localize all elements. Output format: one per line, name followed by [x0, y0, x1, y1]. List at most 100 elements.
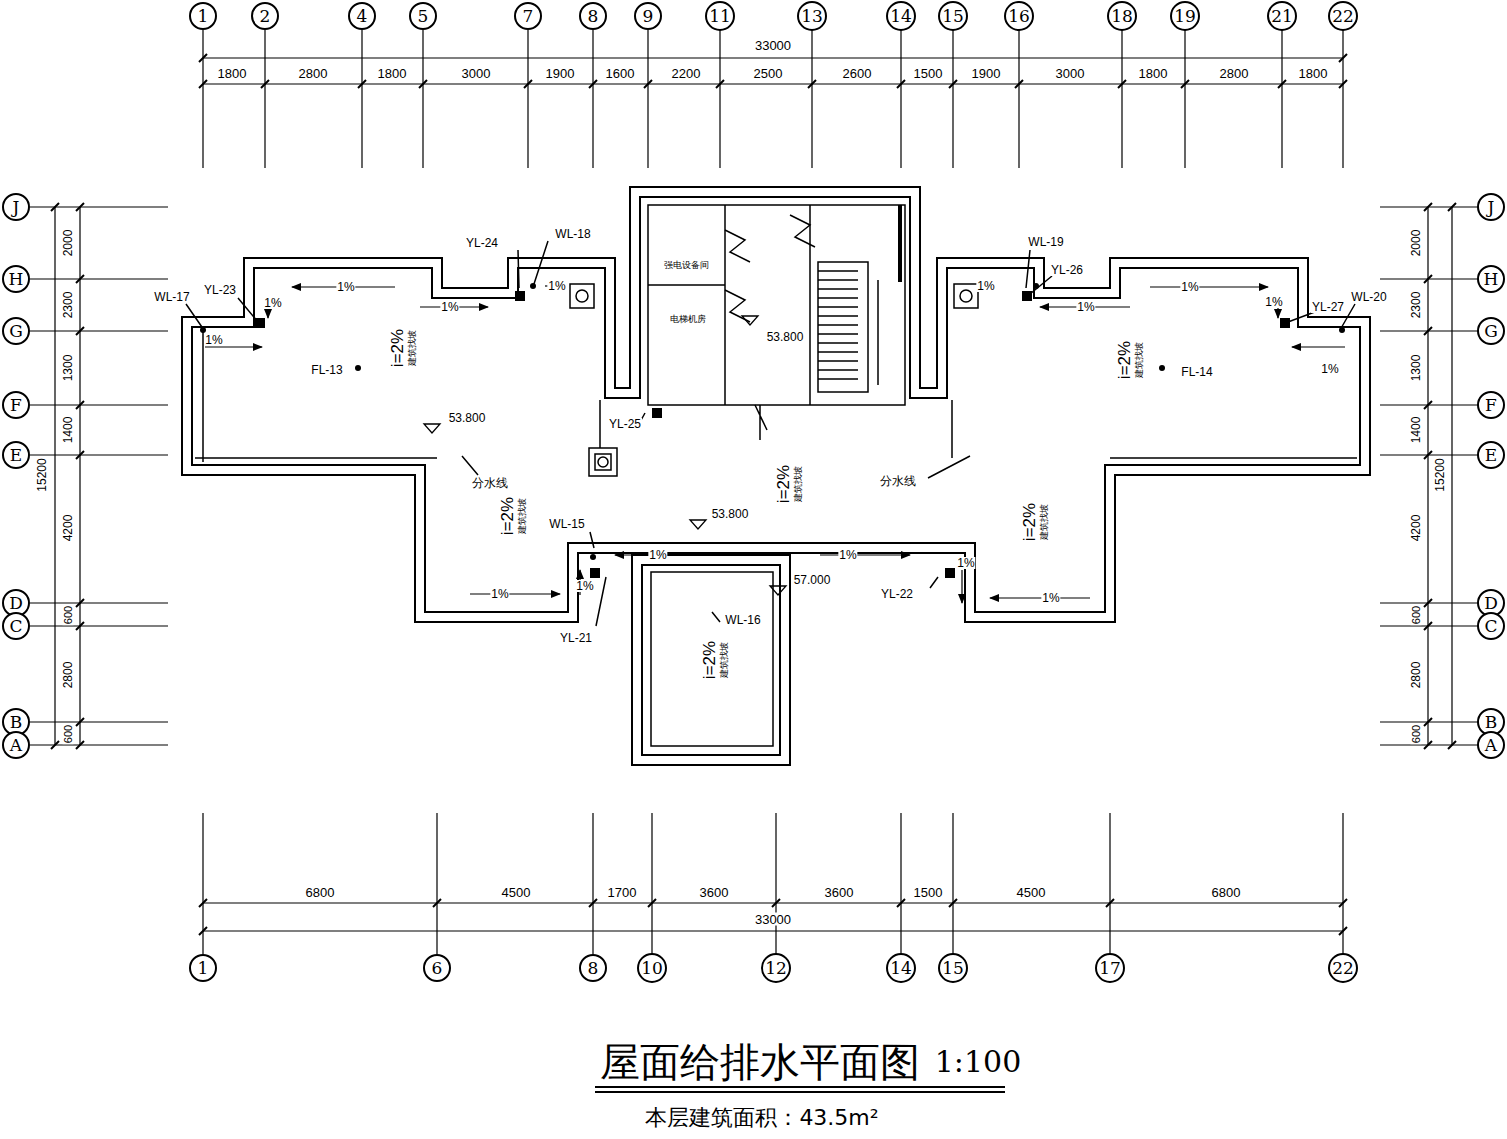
plan-annotation: 1600 [605, 67, 636, 80]
grid-axis-bubble: A [1477, 731, 1505, 759]
plan-annotation: 1:100 [934, 1047, 1022, 1077]
grid-axis-label: 21 [1271, 8, 1293, 25]
plan-annotation: 1400 [62, 416, 74, 445]
grid-axis-bubble: F [2, 391, 30, 419]
grid-axis-bubble: 22 [1328, 1, 1358, 31]
grid-axis-label: 22 [1332, 8, 1354, 25]
plan-annotation: WL-17 [153, 291, 190, 303]
grid-axis-bubble: 1 [189, 954, 217, 982]
plan-annotation: 1400 [1410, 416, 1422, 445]
plan-annotation: 3000 [1055, 67, 1086, 80]
plan-annotation: 1800 [217, 67, 248, 80]
plan-annotation: i=2% [499, 496, 516, 536]
plan-annotation: 2800 [1219, 67, 1250, 80]
plan-annotation: i=2% [775, 464, 792, 504]
grid-axis-bubble: 1 [189, 2, 217, 30]
grid-axis-label: F [10, 397, 22, 414]
grid-axis-bubble: 14 [886, 953, 916, 983]
plan-annotation: 1900 [971, 67, 1002, 80]
plan-annotation: 分水线 [471, 477, 509, 489]
grid-axis-bubble: A [2, 731, 30, 759]
grid-axis-label: H [1484, 271, 1499, 288]
plan-annotation: 1% [1264, 296, 1283, 308]
plan-annotation: 15200 [1434, 457, 1446, 492]
plan-annotation: 6800 [1211, 886, 1242, 899]
grid-axis-bubble: F [1477, 391, 1505, 419]
grid-axis-bubble: 14 [886, 1, 916, 31]
plan-annotation: 2000 [62, 229, 74, 258]
plan-annotation: 53.800 [448, 412, 487, 424]
grid-axis-label: 8 [588, 960, 599, 977]
grid-axis-bubble: 10 [637, 953, 667, 983]
grid-axis-bubble: G [1477, 317, 1505, 345]
plan-annotation: 3600 [699, 886, 730, 899]
grid-axis-label: C [9, 618, 22, 635]
grid-axis-bubble: 9 [634, 2, 662, 30]
plan-annotation: YL-24 [465, 237, 499, 249]
grid-axis-label: B [10, 714, 23, 731]
plan-annotation: 1900 [545, 67, 576, 80]
grid-axis-label: E [10, 447, 22, 464]
plan-annotation: 2800 [1410, 661, 1422, 690]
plan-annotation: 2800 [62, 661, 74, 690]
plan-annotation: 1800 [377, 67, 408, 80]
grid-axis-bubble: 15 [938, 1, 968, 31]
plan-annotation: YL-22 [880, 588, 914, 600]
grid-axis-label: A [10, 737, 22, 754]
plan-annotation: 建筑找坡 [518, 497, 527, 535]
grid-axis-bubble: 7 [514, 2, 542, 30]
plan-annotation: 1% [575, 580, 594, 592]
grid-axis-label: J [13, 199, 20, 216]
plan-annotation: 1800 [1138, 67, 1169, 80]
plan-annotation: 分水线 [879, 475, 917, 487]
grid-axis-bubble: J [1477, 193, 1505, 221]
plan-annotation: i=2% [1116, 340, 1133, 380]
plan-annotation: 1% [1076, 301, 1095, 313]
grid-axis-bubble: 18 [1107, 1, 1137, 31]
plan-annotation: WL-16 [724, 614, 761, 626]
plan-annotation: 15200 [36, 457, 48, 492]
plan-annotation: FL-13 [310, 364, 343, 376]
grid-axis-bubble: 22 [1328, 953, 1358, 983]
plan-annotation: YL-25 [608, 418, 642, 430]
grid-axis-label: 14 [890, 8, 912, 25]
plan-annotation: 1700 [607, 886, 638, 899]
drawing-title: 屋面给排水平面图 [600, 1042, 920, 1082]
plan-annotation: 1% [976, 280, 995, 292]
grid-axis-label: 11 [709, 8, 731, 25]
grid-axis-bubble: C [2, 612, 30, 640]
plan-annotation: i=2% [389, 328, 406, 368]
plan-annotation: 建筑找坡 [1135, 341, 1144, 379]
grid-axis-bubble: 19 [1170, 1, 1200, 31]
grid-axis-label: J [1488, 199, 1495, 216]
grid-axis-bubble: 2 [251, 2, 279, 30]
grid-axis-bubble: 13 [797, 1, 827, 31]
grid-axis-label: D [1484, 595, 1498, 612]
plan-annotation: 2200 [671, 67, 702, 80]
grid-axis-label: 5 [418, 8, 429, 25]
area-note: 本层建筑面积：43.5m² [645, 1107, 878, 1129]
plan-annotation: YL-21 [559, 632, 593, 644]
grid-axis-bubble: C [1477, 612, 1505, 640]
grid-axis-bubble: 17 [1095, 953, 1125, 983]
grid-axis-label: 2 [260, 8, 271, 25]
plan-annotation: 53.800 [711, 508, 750, 520]
grid-axis-label: 6 [432, 960, 443, 977]
plan-annotation: 强电设备间 [663, 261, 710, 270]
grid-axis-label: 17 [1099, 960, 1121, 977]
grid-axis-bubble: E [1477, 441, 1505, 469]
grid-axis-label: 19 [1174, 8, 1196, 25]
grid-axis-bubble: 21 [1267, 1, 1297, 31]
grid-axis-label: 16 [1008, 8, 1030, 25]
plan-annotation: YL-27 [1311, 301, 1345, 313]
grid-axis-label: 22 [1332, 960, 1354, 977]
plan-annotation: FL-14 [1180, 366, 1213, 378]
plan-annotation: 2500 [753, 67, 784, 80]
plan-annotation: 1500 [913, 886, 944, 899]
grid-axis-bubble: 8 [579, 2, 607, 30]
grid-axis-bubble: E [2, 441, 30, 469]
grid-axis-label: 13 [801, 8, 823, 25]
grid-axis-label: 10 [641, 960, 663, 977]
